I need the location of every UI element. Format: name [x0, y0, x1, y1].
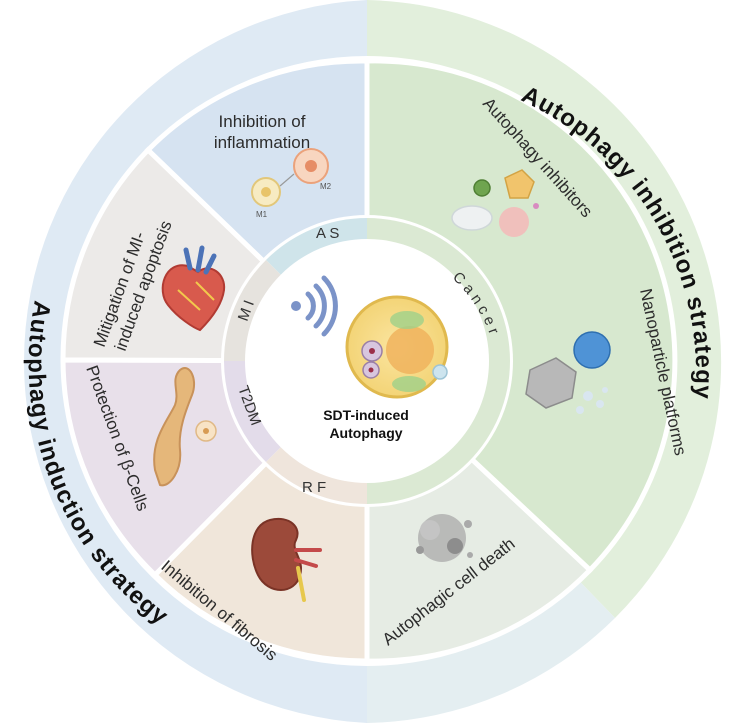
kidney-icon — [251, 517, 322, 602]
label-m1: M1 — [256, 210, 268, 219]
segment-cancer[interactable] — [364, 58, 678, 574]
nanoparticle-icon — [525, 331, 611, 414]
ring-label-rf: R F — [302, 479, 326, 496]
ring-label-as: A S — [316, 225, 339, 242]
signal-icon — [291, 275, 338, 337]
cell-icon — [345, 295, 449, 399]
label-m2: M2 — [320, 182, 332, 191]
label-inflammation-1: Inhibition of — [219, 112, 306, 131]
inhibitor-particles-icon — [451, 169, 539, 237]
heart-icon — [161, 245, 226, 332]
ring-label-mi: M I — [235, 298, 258, 323]
center-label-line1: SDT-induced — [323, 407, 409, 423]
dead-cell-icon — [416, 514, 473, 562]
center-label-line2: Autophagy — [329, 425, 402, 441]
macrophage-icons: M1 M2 — [251, 148, 332, 219]
pancreas-icon — [153, 367, 217, 487]
label-inflammation-2: inflammation — [214, 133, 310, 152]
